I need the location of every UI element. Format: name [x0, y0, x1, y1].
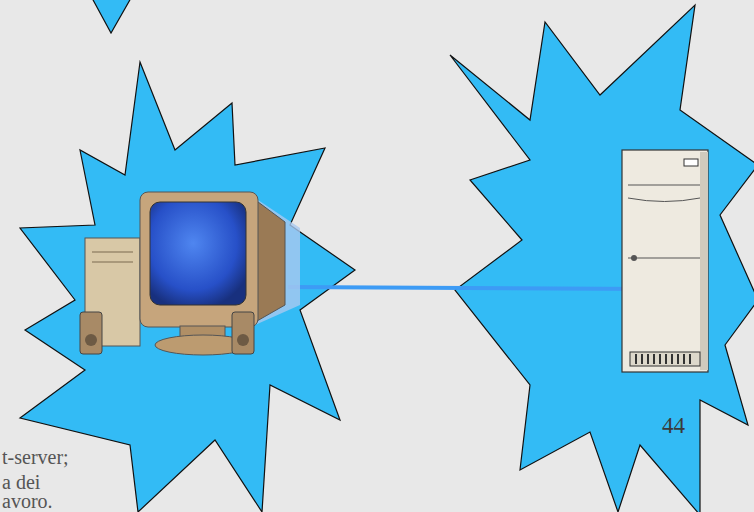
server-case [622, 150, 708, 372]
computer-icon [80, 192, 300, 355]
page-number: 44 [662, 413, 685, 439]
starburst [450, 5, 754, 512]
server-panel-line [628, 258, 700, 259]
speaker-cone [237, 334, 249, 346]
server-lock [631, 255, 637, 261]
monitor-case [140, 192, 258, 327]
speaker-cone [85, 334, 97, 346]
drive-bay [92, 252, 133, 253]
monitor-screen [150, 202, 246, 305]
server-vent [636, 354, 690, 364]
network-link [288, 287, 650, 289]
body-text: avoro. [2, 490, 53, 512]
speaker [232, 312, 254, 354]
server-bay [628, 185, 700, 202]
starburst [92, 0, 131, 33]
speaker [80, 312, 102, 354]
drive-bay [92, 262, 133, 263]
body-text: t-server; [2, 446, 69, 469]
server-icon [622, 150, 708, 372]
server-grille [630, 352, 700, 366]
server-side [700, 152, 708, 370]
server-button [684, 159, 698, 166]
